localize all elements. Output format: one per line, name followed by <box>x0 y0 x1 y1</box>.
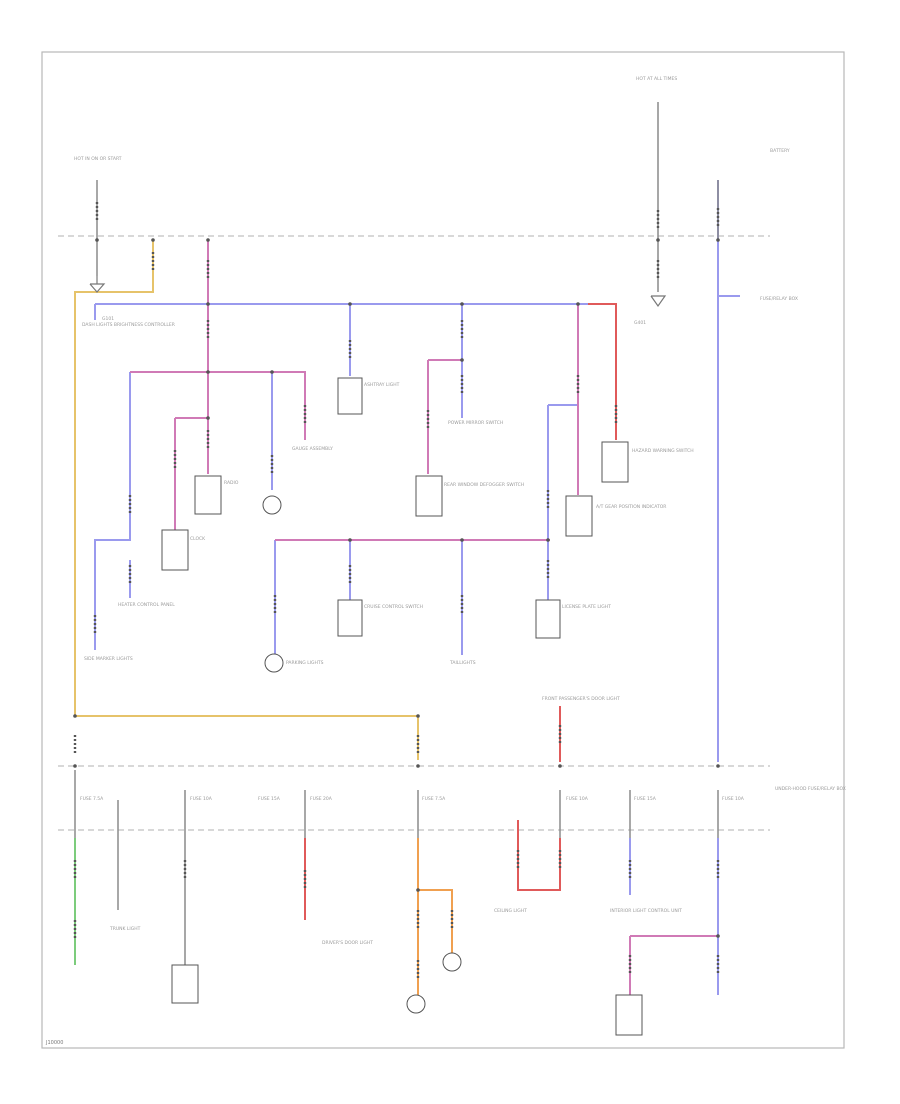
label-fuse-3: FUSE 15A <box>258 796 281 802</box>
label-comp-b: RADIO <box>224 480 239 486</box>
component-box-a <box>194 475 222 515</box>
label-fuse-6: FUSE 10A <box>566 796 589 802</box>
splice-dot <box>716 934 720 938</box>
lamp-b <box>264 653 284 673</box>
splice-dot <box>206 302 210 306</box>
splice-dot <box>716 764 720 768</box>
diagram-frame <box>41 51 845 1049</box>
component-box-g <box>337 599 363 637</box>
label-comp-m: PARKING LIGHTS <box>286 660 324 666</box>
label-comp-a: DASH LIGHTS BRIGHTNESS CONTROLLER <box>82 322 175 328</box>
label-comp-j: HEATER CONTROL PANEL <box>118 602 175 608</box>
label-hot-in-on: HOT IN ON OR START <box>74 156 122 162</box>
label-fuse-5: FUSE 7.5A <box>422 796 446 802</box>
label-comp-q: TRUNK LIGHT <box>109 926 141 932</box>
label-comp-g: A/T GEAR POSITION INDICATOR <box>596 504 666 510</box>
label-comp-p: FRONT PASSENGER'S DOOR LIGHT <box>542 696 620 702</box>
splice-points <box>73 238 720 938</box>
label-hot-at-all-times: HOT AT ALL TIMES <box>636 76 677 82</box>
splice-dot <box>95 238 99 242</box>
component-box-h <box>535 599 561 639</box>
label-ground-right: G401 <box>634 320 646 326</box>
splice-dot <box>416 714 420 718</box>
component-box-d <box>415 475 443 517</box>
label-fuse-8: FUSE 10A <box>722 796 745 802</box>
label-comp-n: TAILLIGHTS <box>449 660 476 666</box>
lamp-d <box>406 994 426 1014</box>
label-comp-c: ASHTRAY LIGHT <box>364 382 400 388</box>
splice-dot <box>73 714 77 718</box>
component-box-e <box>601 441 629 483</box>
splice-dot <box>460 538 464 542</box>
label-comp-i: GAUGE ASSEMBLY <box>292 446 333 452</box>
label-comp-l: SIDE MARKER LIGHTS <box>84 656 133 662</box>
label-comp-o: LICENSE PLATE LIGHT <box>562 604 611 610</box>
label-underhood-box: UNDER-HOOD FUSE/RELAY BOX <box>775 786 846 792</box>
splice-dot <box>151 238 155 242</box>
label-comp-f: HAZARD WARNING SWITCH <box>632 448 694 454</box>
splice-dot <box>576 302 580 306</box>
ground-symbol-right <box>650 295 667 308</box>
splice-dot <box>460 302 464 306</box>
wire-yellow <box>74 240 419 760</box>
label-comp-t: INTERIOR LIGHT CONTROL UNIT <box>610 908 682 914</box>
splice-dot <box>206 238 210 242</box>
label-fuse-2: FUSE 10A <box>190 796 213 802</box>
label-comp-s: CEILING LIGHT <box>494 908 527 914</box>
components <box>161 377 643 1036</box>
component-box-i <box>171 964 199 1004</box>
label-fuse-4: FUSE 20A <box>310 796 333 802</box>
diagram-labels: HOT AT ALL TIMES HOT IN ON OR START BATT… <box>45 76 846 1046</box>
lamp-c <box>442 952 462 972</box>
wire-orange <box>417 838 453 995</box>
ground-symbol-left <box>89 276 106 293</box>
splice-dot <box>270 370 274 374</box>
splice-dot <box>460 358 464 362</box>
label-comp-e: REAR WINDOW DEFOGGER SWITCH <box>444 482 524 488</box>
label-fuse-1: FUSE 7.5A <box>80 796 104 802</box>
label-comp-d: POWER MIRROR SWITCH <box>448 420 503 426</box>
lamp-a <box>262 495 282 515</box>
label-fuse-relay-box: FUSE/RELAY BOX <box>760 296 798 302</box>
component-box-b <box>161 529 189 571</box>
splice-dot <box>348 538 352 542</box>
splice-dot <box>558 764 562 768</box>
label-ground-left: G101 <box>102 316 114 322</box>
splice-dot <box>656 238 660 242</box>
splice-dot <box>348 302 352 306</box>
wire-blue <box>94 180 740 995</box>
component-box-f <box>565 495 593 537</box>
label-comp-k: CRUISE CONTROL SWITCH <box>364 604 423 610</box>
splice-dot <box>416 888 420 892</box>
wire-id-marks <box>73 202 720 980</box>
splice-dot <box>546 538 550 542</box>
splice-dot <box>73 764 77 768</box>
splice-dot <box>206 416 210 420</box>
label-battery: BATTERY <box>770 148 790 154</box>
label-comp-r: DRIVER'S DOOR LIGHT <box>322 940 373 946</box>
label-comp-h: CLOCK <box>190 536 206 542</box>
footer-code: J10000 <box>45 1040 63 1046</box>
splice-dot <box>206 370 210 374</box>
splice-dot <box>416 764 420 768</box>
splice-dot <box>716 238 720 242</box>
label-fuse-7: FUSE 15A <box>634 796 657 802</box>
component-box-c <box>337 377 363 415</box>
fuse-box-boundaries <box>58 235 770 831</box>
component-box-j <box>615 994 643 1036</box>
